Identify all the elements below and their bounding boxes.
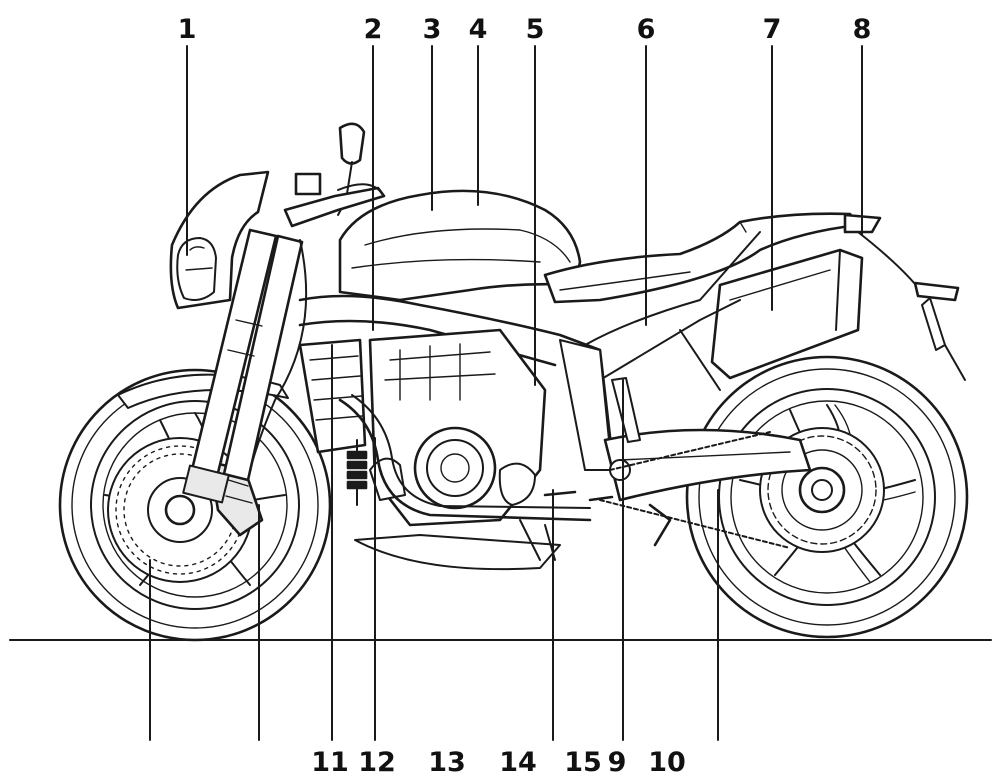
rear-shock xyxy=(611,377,641,443)
callout-5: 5 xyxy=(526,14,545,45)
fuel-tank xyxy=(338,189,582,302)
callout-12: 12 xyxy=(358,747,396,778)
callout-4: 4 xyxy=(469,14,488,45)
callout-8: 8 xyxy=(853,14,872,45)
engine-sump xyxy=(354,534,561,571)
callout-3: 3 xyxy=(423,14,442,45)
engine xyxy=(368,328,547,527)
callout-2: 2 xyxy=(364,14,383,45)
leader-lines xyxy=(149,45,863,741)
seat xyxy=(543,212,860,304)
callout-10: 10 xyxy=(648,747,686,778)
callout-14: 14 xyxy=(499,747,537,778)
callout-1: 1 xyxy=(178,14,197,45)
callout-9: 9 xyxy=(608,747,627,778)
callouts-bottom: 11 12 13 14 15 9 10 xyxy=(311,747,686,778)
callouts-top: 1 2 3 4 5 6 7 8 xyxy=(178,14,872,45)
silencer xyxy=(710,248,864,380)
front-forks xyxy=(182,228,304,504)
tail-unit xyxy=(843,213,966,381)
footpeg xyxy=(543,490,672,547)
coolant-hose xyxy=(346,439,368,506)
frame xyxy=(298,294,617,482)
callout-11: 11 xyxy=(311,747,349,778)
rear-subframe xyxy=(584,231,761,391)
brake-reservoir xyxy=(294,172,322,196)
exhaust-header xyxy=(338,398,592,522)
callout-6: 6 xyxy=(637,14,656,45)
drive-chain xyxy=(599,431,791,549)
callout-15: 15 xyxy=(564,747,602,778)
callout-13: 13 xyxy=(428,747,466,778)
swingarm xyxy=(603,428,812,502)
callout-7: 7 xyxy=(763,14,782,45)
front-brake-hose xyxy=(249,239,308,471)
